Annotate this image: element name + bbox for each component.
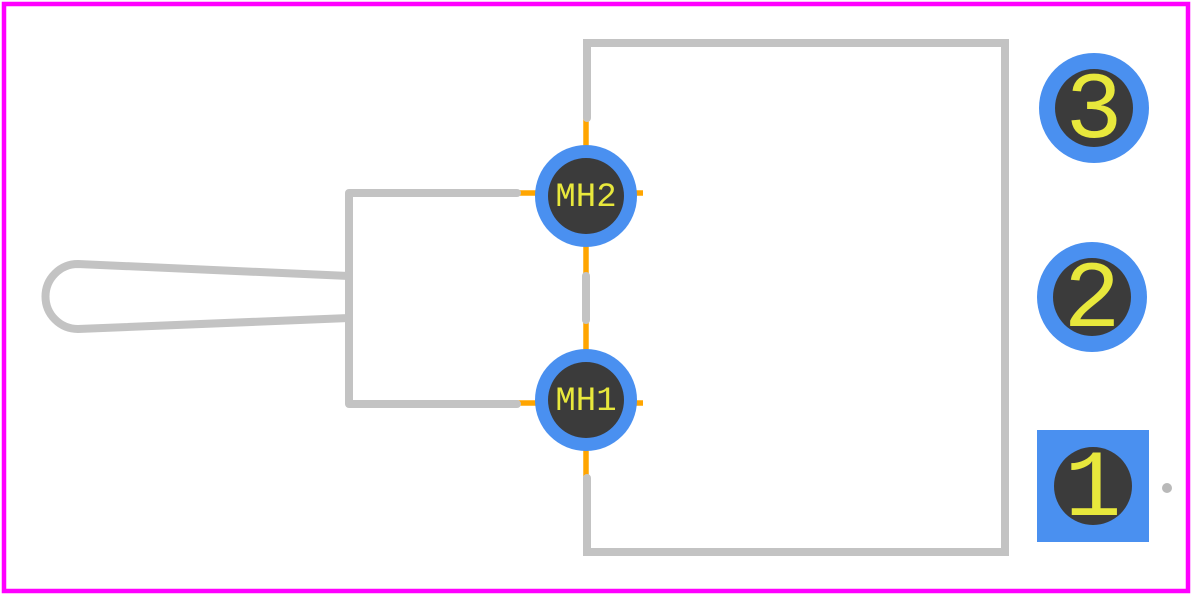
switch-body-outline [583, 39, 1009, 556]
pad-1-label: 1 [1064, 436, 1121, 544]
lever-bracket-outline [345, 189, 521, 408]
pad-1-hole [1054, 447, 1132, 525]
pad-1: 1 [1037, 430, 1149, 544]
mh1-label: MH1 [555, 383, 616, 421]
switch-lever-outline [41, 260, 353, 333]
mh2-label: MH2 [555, 179, 616, 217]
mounting-hole-mh1: MH1 [535, 349, 637, 451]
mounting-hole-mh2: MH2 [535, 145, 637, 247]
mh2-drill-hole [548, 158, 624, 234]
pad-2-hole [1053, 258, 1131, 336]
mh1-drill-hole [548, 362, 624, 438]
pad-3-label: 3 [1065, 58, 1122, 166]
pad-3-hole [1055, 69, 1133, 147]
pad-2-label: 2 [1063, 247, 1120, 355]
pin1-marker-dot [1162, 483, 1172, 493]
pad-2: 2 [1037, 242, 1147, 355]
pad-3: 3 [1039, 53, 1149, 166]
